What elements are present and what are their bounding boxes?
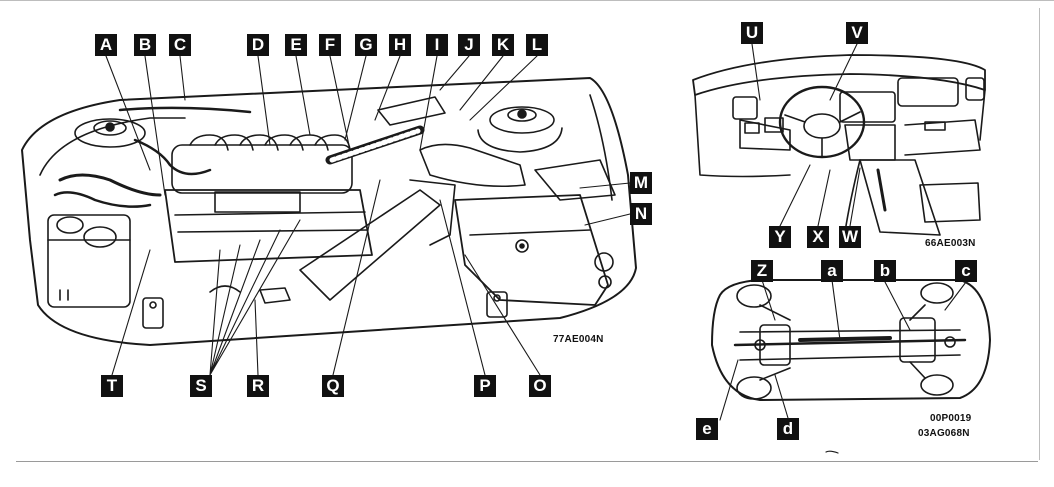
right-border [1039,8,1040,460]
label-q-upper: Q [322,375,344,397]
label-c-lower: c [955,260,977,282]
label-e-lower: e [696,418,718,440]
bottom-rule [16,461,1038,462]
label-n-upper: N [630,203,652,225]
label-y-upper: Y [769,226,791,248]
label-a-upper: A [95,34,117,56]
label-e-upper: E [285,34,307,56]
label-c-upper: C [169,34,191,56]
underbody-figure-code-1: 00P0019 [930,413,972,424]
engine-bay-illustration [21,55,637,376]
dashboard-illustration [692,43,986,236]
label-l-upper: L [526,34,548,56]
label-i-upper: I [426,34,448,56]
underbody-figure-code-2: 03AG068N [918,428,970,439]
label-a-lower: a [821,260,843,282]
label-k-upper: K [492,34,514,56]
label-o-upper: O [529,375,551,397]
label-s-upper: S [190,375,212,397]
label-u-upper: U [741,22,763,44]
label-b-lower: b [874,260,896,282]
label-d-upper: D [247,34,269,56]
label-t-upper: T [101,375,123,397]
label-f-upper: F [319,34,341,56]
label-r-upper: R [247,375,269,397]
label-w-upper: W [839,226,861,248]
label-b-upper: B [134,34,156,56]
label-p-upper: P [474,375,496,397]
interior-figure-code: 66AE003N [925,238,976,249]
label-h-upper: H [389,34,411,56]
engine-figure-code: 77AE004N [553,334,604,345]
label-j-upper: J [458,34,480,56]
label-m-upper: M [630,172,652,194]
label-v-upper: V [846,22,868,44]
label-g-upper: G [355,34,377,56]
label-d-lower: d [777,418,799,440]
label-z-upper: Z [751,260,773,282]
label-x-upper: X [807,226,829,248]
top-border [0,0,1054,1]
underbody-illustration [711,279,991,454]
